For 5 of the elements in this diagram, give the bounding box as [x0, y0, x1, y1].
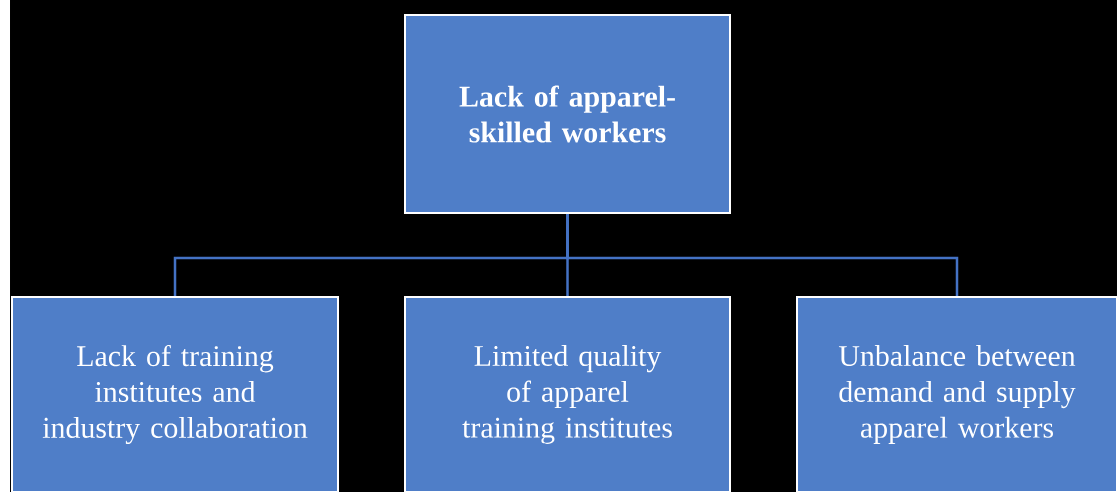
box: Unbalance between demand and supply apparel workers	[796, 296, 1117, 492]
box: Lack of apparel-skilled workers	[404, 14, 731, 214]
box: Limited quality of apparel training institutes	[404, 296, 731, 492]
box: Lack of training institutes and industry collaboration	[11, 296, 339, 492]
connector	[566, 214, 959, 296]
